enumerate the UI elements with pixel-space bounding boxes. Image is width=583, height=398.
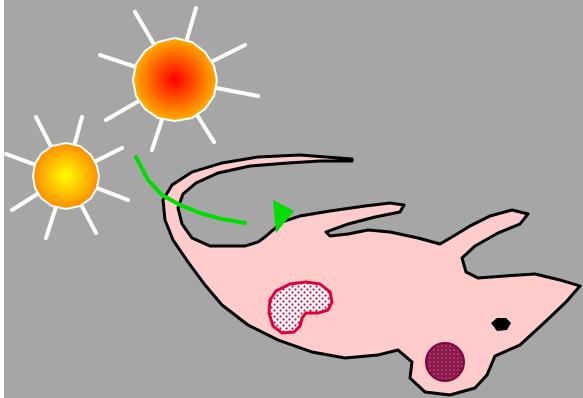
large-sun-disc <box>133 38 217 121</box>
small-sun-disc <box>33 143 99 209</box>
ear-spot <box>426 343 464 381</box>
